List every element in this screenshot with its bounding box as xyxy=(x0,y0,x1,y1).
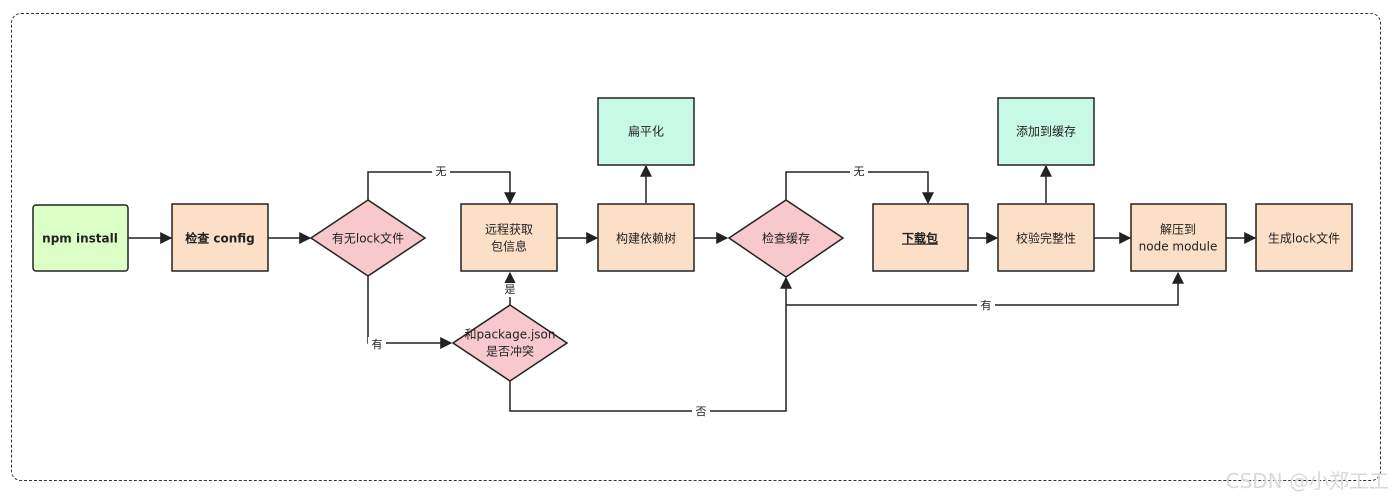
node-extract xyxy=(1130,203,1227,272)
text-add-cache: 添加到缓存 xyxy=(1016,125,1076,139)
text-extract-1: 解压到 xyxy=(1160,223,1196,237)
node-verify xyxy=(997,203,1095,272)
text-remote-fetch-2: 包信息 xyxy=(491,239,527,254)
label-cache-yes: 有 xyxy=(981,298,992,312)
text-has-lock: 有无lock文件 xyxy=(332,231,404,246)
text-conflict-1: 和package.json xyxy=(464,328,555,342)
text-check-cache: 检查缓存 xyxy=(762,231,810,246)
text-remote-fetch-1: 远程获取 xyxy=(485,222,533,237)
watermark: CSDN @小郑工工 xyxy=(1225,469,1389,493)
text-gen-lock: 生成lock文件 xyxy=(1268,231,1340,246)
node-has-lock-decision xyxy=(309,199,427,277)
text-flatten: 扁平化 xyxy=(628,125,664,139)
label-has-lock: 有 xyxy=(372,337,383,351)
node-flatten xyxy=(597,97,695,166)
diagram-frame xyxy=(11,13,1381,481)
label-conflict-yes: 是 xyxy=(505,283,516,296)
text-conflict-2: 是否冲突 xyxy=(486,344,534,359)
label-conflict-no: 否 xyxy=(696,405,707,418)
label-no-lock: 无 xyxy=(436,165,447,178)
node-add-cache xyxy=(997,97,1095,166)
text-check-config: 检查 config xyxy=(185,231,255,246)
node-gen-lock xyxy=(1255,203,1353,272)
node-conflict-decision xyxy=(451,304,569,382)
text-extract-2: node module xyxy=(1139,240,1218,254)
text-verify: 校验完整性 xyxy=(1016,231,1076,246)
node-download xyxy=(872,203,969,272)
text-npm-install: npm install xyxy=(42,232,118,246)
node-npm-install xyxy=(32,204,129,272)
text-download: 下载包 xyxy=(902,231,938,246)
label-cache-no: 无 xyxy=(854,165,865,178)
edge-lock-conflict-has xyxy=(367,276,453,349)
text-build-tree: 构建依赖树 xyxy=(616,231,676,246)
node-check-cache-decision xyxy=(727,199,845,278)
node-remote-fetch xyxy=(460,203,558,272)
edge-conflict-cache-no xyxy=(509,276,792,412)
node-check-config xyxy=(171,203,269,272)
node-build-tree xyxy=(597,203,695,272)
edge-cache-extract-has xyxy=(786,271,1184,306)
